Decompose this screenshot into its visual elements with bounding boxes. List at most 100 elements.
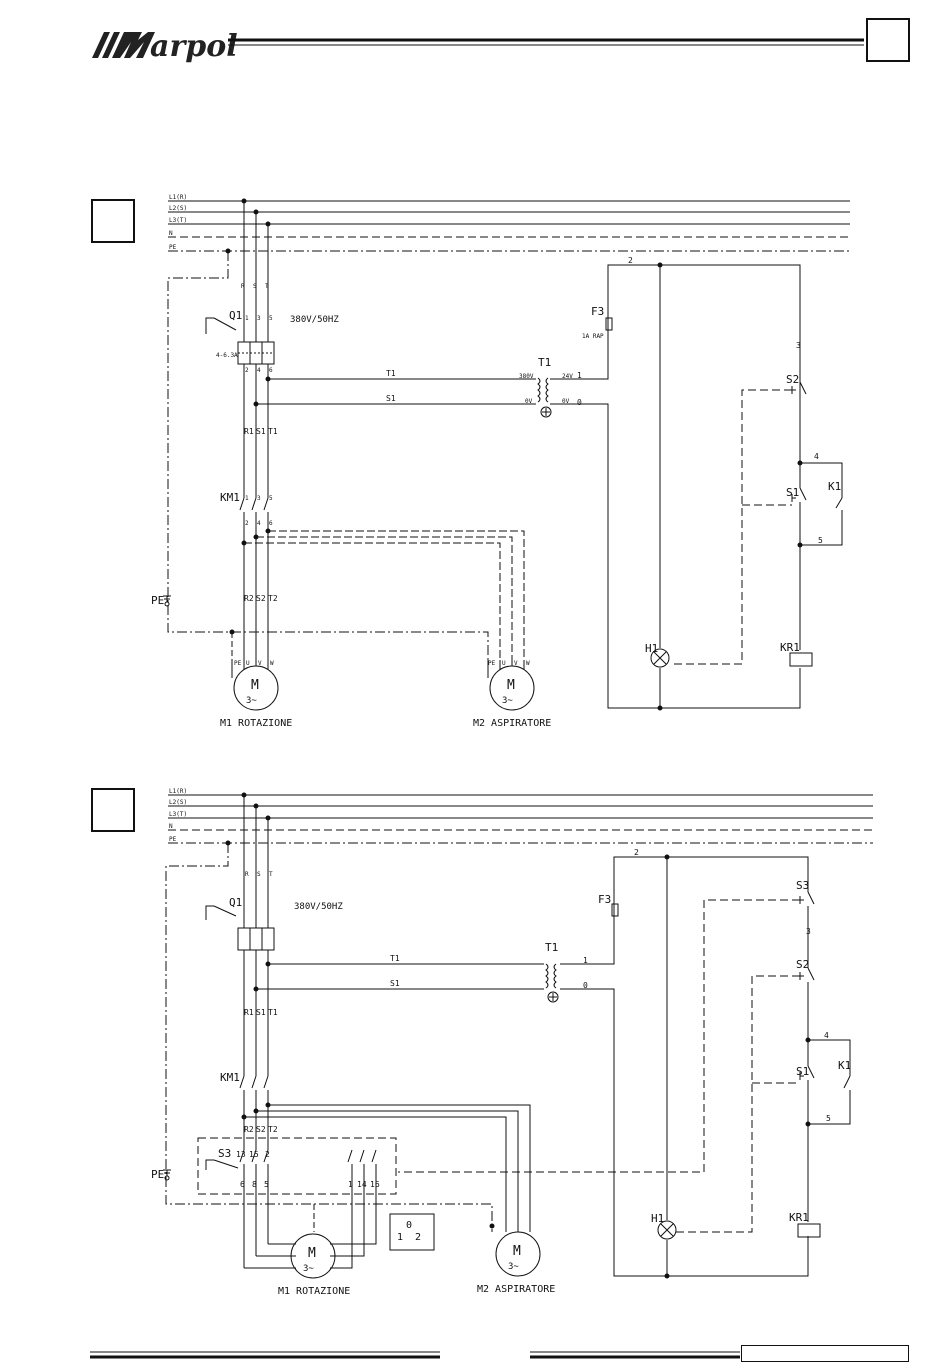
m1-term-w: W — [270, 660, 274, 667]
f3-rating: 1A RAP — [582, 333, 604, 340]
m2-term-v: V — [514, 660, 518, 667]
line-l1-label: L1(R) — [169, 194, 187, 201]
q1-label: Q1 — [229, 309, 242, 322]
q1-rating: 4-6.3A — [216, 352, 238, 359]
m1-2-phase: 3~ — [303, 1264, 314, 1274]
s1-2-label: S1 — [796, 1065, 809, 1078]
node-3: 3 — [796, 341, 801, 350]
phase-t-label: T — [265, 283, 269, 290]
s3-term-6: 6 — [240, 1180, 245, 1189]
figure-1-box — [91, 199, 135, 243]
m2-name: M2 ASPIRATORE — [473, 718, 551, 729]
m1-2-symbol: M — [308, 1246, 316, 1261]
m2-term-w: W — [526, 660, 530, 667]
wire-r1: R1 — [244, 427, 254, 436]
phase2-s-label: S — [257, 871, 261, 878]
line-n-label: N — [169, 230, 173, 237]
marpol-logo: arpol — [92, 29, 238, 64]
m2-term-pe: PE — [488, 660, 496, 667]
s2-label: S2 — [786, 373, 799, 386]
q1-term-2: 2 — [245, 367, 249, 374]
wire2-label-t1: T1 — [390, 954, 400, 963]
q1-term-1: 1 — [245, 315, 249, 322]
t1-label: T1 — [538, 356, 551, 369]
line2-l3-label: L3(T) — [169, 811, 187, 818]
f3-label: F3 — [591, 305, 604, 318]
m2-2-phase: 3~ — [508, 1262, 519, 1272]
node2-2: 2 — [634, 848, 639, 857]
voltage-label: 380V/50HZ — [290, 315, 339, 325]
line-l3-label: L3(T) — [169, 217, 187, 224]
line-pe-label: PE — [169, 244, 177, 251]
figure-2-box — [91, 788, 135, 832]
diagram-2-labels: L1(R) L2(S) L3(T) N PE R S T — [169, 788, 273, 878]
logo-text: arpol — [150, 29, 238, 64]
km1-term-3: 3 — [257, 495, 261, 502]
wire2-r2: R2 — [244, 1125, 254, 1134]
node2-3: 3 — [806, 927, 811, 936]
wire-r2: R2 — [244, 594, 254, 603]
line-l2-label: L2(S) — [169, 205, 187, 212]
phase2-t-label: T — [269, 871, 273, 878]
node2-5: 5 — [826, 1114, 831, 1123]
m2-2-symbol: M — [513, 1244, 521, 1259]
wire2-label-s1: S1 — [390, 979, 400, 988]
k1-2-label: K1 — [838, 1059, 851, 1072]
line2-l1-label: L1(R) — [169, 788, 187, 795]
switch-pos-0: 0 — [406, 1220, 412, 1231]
page-number-box — [866, 18, 910, 62]
diagram-1-component-labels: Q1 KM1 PE T1 F3 S2 S1 K1 H1 KR1 M 3~ M 3… — [151, 305, 841, 729]
diagram-2-component-labels: Q1 KM1 PE S3 T1 F3 S3 S2 S1 K1 H1 KR1 0 … — [151, 879, 851, 1297]
phase-r-label: R — [241, 283, 245, 290]
node-1: 1 — [577, 371, 582, 380]
s3-term-15: 15 — [249, 1150, 259, 1159]
wire2-r1: R1 — [244, 1008, 254, 1017]
phase-s-label: S — [253, 283, 257, 290]
diagram-2 — [163, 792, 873, 1279]
m1-2-name: M1 ROTAZIONE — [278, 1286, 350, 1297]
km1-term-1: 1 — [245, 495, 249, 502]
m1-name: M1 ROTAZIONE — [220, 718, 292, 729]
km1-term-2: 2 — [245, 520, 249, 527]
t1-primary: 380V — [519, 373, 534, 380]
km1-term-4: 4 — [257, 520, 261, 527]
m2-2-name: M2 ASPIRATORE — [477, 1284, 555, 1295]
kr1-label: KR1 — [780, 641, 800, 654]
q1-2-label: Q1 — [229, 896, 242, 909]
wire2-s1: S1 — [256, 1008, 266, 1017]
s1-label: S1 — [786, 486, 799, 499]
wire2-t1: T1 — [268, 1008, 278, 1017]
switch-pos-1: 1 — [397, 1232, 403, 1243]
line2-l2-label: L2(S) — [169, 799, 187, 806]
pe-label: PE — [151, 594, 164, 607]
s3-term-5: 5 — [264, 1180, 269, 1189]
s3-term-2: 2 — [265, 1150, 270, 1159]
wire-s1: S1 — [256, 427, 266, 436]
t1-secondary-zero: 0V — [562, 398, 570, 405]
s3-term-14: 14 — [357, 1180, 367, 1189]
m1-symbol: M — [251, 678, 259, 693]
wire-t1: T1 — [268, 427, 278, 436]
t1-2-label: T1 — [545, 941, 558, 954]
f3-2-label: F3 — [598, 893, 611, 906]
node-0: 0 — [577, 398, 582, 407]
wire-t2: T2 — [268, 594, 278, 603]
diagram-2-wire-labels: R1 S1 T1 R2 S2 T2 T1 S1 2 1 0 3 4 5 13 1… — [236, 848, 831, 1189]
km1-label: KM1 — [220, 491, 240, 504]
km1-term-6: 6 — [269, 520, 273, 527]
s2-2-label: S2 — [796, 958, 809, 971]
t1-secondary: 24V — [562, 373, 573, 380]
s3-term-16: 16 — [370, 1180, 380, 1189]
m1-phase: 3~ — [246, 696, 257, 706]
m2-term-u: U — [502, 660, 506, 667]
km1-term-5: 5 — [269, 495, 273, 502]
m2-symbol: M — [507, 678, 515, 693]
s3-term-1: 1 — [348, 1180, 353, 1189]
kr1-2-label: KR1 — [789, 1211, 809, 1224]
node-2: 2 — [628, 256, 633, 265]
q1-term-6: 6 — [269, 367, 273, 374]
wire-s2: S2 — [256, 594, 266, 603]
node-5: 5 — [818, 536, 823, 545]
s3-term-8: 8 — [252, 1180, 257, 1189]
